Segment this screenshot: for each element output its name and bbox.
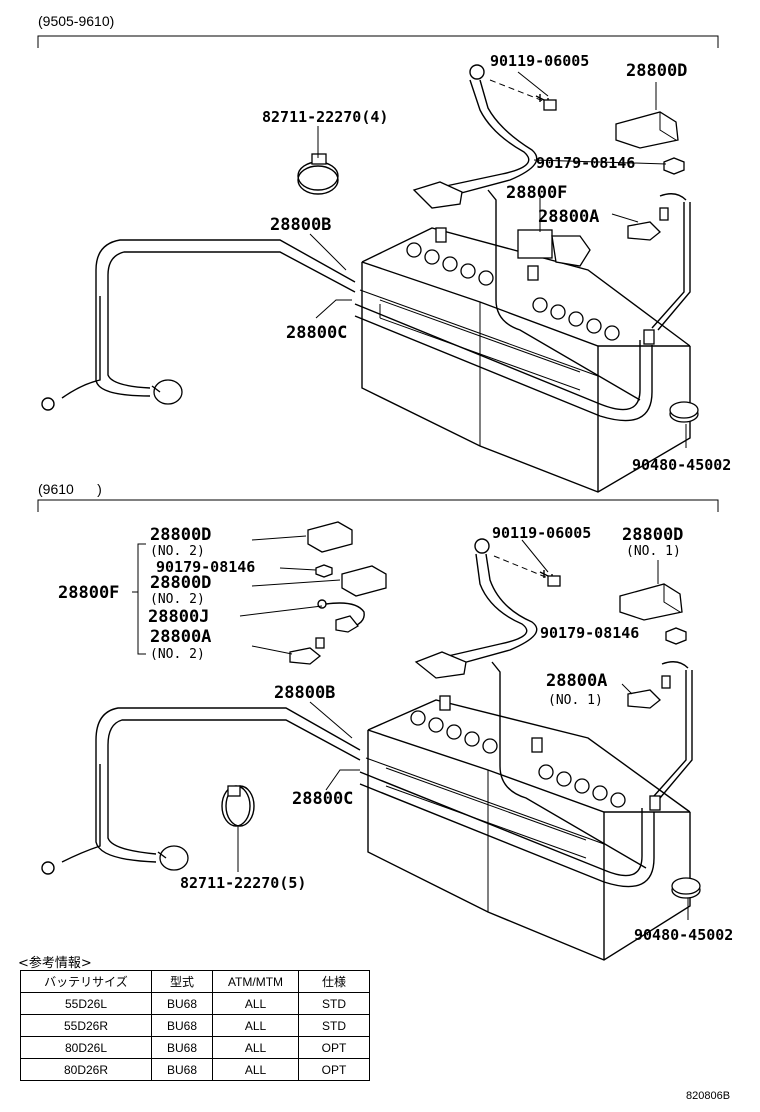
cover-28800d-no1: [619, 583, 683, 621]
connector-28800f-1: [517, 229, 591, 267]
section2-bracket: [37, 499, 719, 512]
label-no2-a: (NO. 2): [150, 544, 205, 559]
table-row: 80D26R BU68 ALL OPT: [20, 1058, 370, 1081]
cell: STD: [298, 1014, 370, 1037]
label-28800d-no1: 28800D: [622, 525, 683, 545]
label-28800d-no2-b: 28800D: [150, 573, 211, 593]
section1-range: (9505-9610): [38, 13, 114, 29]
label-no2-b: (NO. 2): [150, 592, 205, 607]
label-28800d-1: 28800D: [626, 61, 687, 81]
nut-90179-08146-1: [663, 157, 685, 175]
cell: ALL: [212, 1036, 299, 1059]
label-28800a-no2: 28800A: [150, 627, 211, 647]
table-row: 55D26R BU68 ALL STD: [20, 1014, 370, 1037]
section1-bracket: [37, 35, 719, 48]
section2-range: (9610 ): [38, 481, 102, 497]
label-28800c-1: 28800C: [286, 323, 347, 343]
cell: 80D26L: [20, 1036, 152, 1059]
cover-28800d-no2-b: [341, 565, 387, 597]
battery-1: [359, 227, 691, 493]
cell: BU68: [151, 992, 213, 1015]
label-90480-45002-2: 90480-45002: [634, 926, 733, 944]
cell: BU68: [151, 1058, 213, 1081]
battery-1-terminal-pos: [643, 329, 655, 345]
cell: OPT: [298, 1058, 370, 1081]
label-28800f-1: 28800F: [506, 183, 567, 203]
reference-title: <参考情報>: [18, 956, 92, 971]
clamp-82711-22270-1: [297, 153, 339, 195]
cover-28800d-no2-a: [307, 521, 353, 553]
cell: 55D26L: [20, 992, 152, 1015]
reference-table: バッテリサイズ 型式 ATM/MTM 仕様 55D26L BU68 ALL ST…: [20, 970, 370, 1081]
bolt-90119-06005-2: [539, 570, 561, 587]
battery-2-terminal-mid: [531, 737, 543, 753]
table-row: 80D26L BU68 ALL OPT: [20, 1036, 370, 1059]
label-28800j: 28800J: [148, 607, 209, 627]
cell: OPT: [298, 1036, 370, 1059]
label-no1-b: (NO. 1): [548, 693, 603, 708]
cable-28800j: [317, 599, 365, 633]
cell: STD: [298, 992, 370, 1015]
label-no1-a: (NO. 1): [626, 544, 681, 559]
terminal-28800a-no2: [289, 637, 325, 665]
terminal-28800a-no1: [627, 661, 693, 799]
cell: 80D26R: [20, 1058, 152, 1081]
cell: ALL: [212, 1014, 299, 1037]
group-bracket-28800f: [137, 543, 146, 655]
label-90179-08146-1: 90179-08146: [536, 154, 635, 172]
label-82711-22270-5: 82711-22270(5): [180, 874, 306, 892]
label-28800b-2: 28800B: [274, 683, 335, 703]
label-90480-45002-1: 90480-45002: [632, 456, 731, 474]
label-28800a-no1: 28800A: [546, 671, 607, 691]
label-28800f-2: 28800F: [58, 583, 119, 603]
terminal-28800a-1: [627, 193, 691, 331]
header-model: 型式: [151, 970, 213, 993]
cable-28800f-1: [412, 64, 641, 401]
label-28800b-1: 28800B: [270, 215, 331, 235]
illustration-code: 820806B: [686, 1090, 731, 1102]
grommet-90480-45002-2: [671, 877, 701, 899]
header-spec: 仕様: [298, 970, 370, 993]
nut-90179-08146-2: [665, 627, 687, 645]
nut-90179-08146-small: [315, 564, 333, 578]
label-28800a-1: 28800A: [538, 207, 599, 227]
battery-1-terminal-neg: [435, 227, 447, 243]
cable-28800f-2: [414, 538, 647, 869]
header-transmission: ATM/MTM: [212, 970, 299, 993]
battery-2-terminal-neg: [439, 695, 451, 711]
cell: ALL: [212, 1058, 299, 1081]
battery-1-terminal-mid: [527, 265, 539, 281]
battery-2-terminal-pos: [649, 795, 661, 811]
label-28800d-no2-a: 28800D: [150, 525, 211, 545]
cell: ALL: [212, 992, 299, 1015]
label-82711-22270-4: 82711-22270(4): [262, 108, 388, 126]
cable-28800b-28800c-1: [41, 239, 653, 422]
cable-28800b-28800c-2: [41, 707, 655, 888]
label-28800c-2: 28800C: [292, 789, 353, 809]
clamp-82711-22270-2: [221, 785, 255, 827]
grommet-90480-45002-1: [669, 401, 699, 423]
label-90179-08146-2: 90179-08146: [540, 624, 639, 642]
label-90179-08146-small: 90179-08146: [156, 558, 255, 576]
label-90119-06005-2: 90119-06005: [492, 524, 591, 542]
header-battery-size: バッテリサイズ: [20, 970, 152, 993]
label-90119-06005-1: 90119-06005: [490, 52, 589, 70]
table-header-row: バッテリサイズ 型式 ATM/MTM 仕様: [20, 970, 370, 993]
cover-28800d-1: [615, 111, 679, 149]
bolt-90119-06005-1: [535, 94, 557, 111]
table-row: 55D26L BU68 ALL STD: [20, 992, 370, 1015]
label-no2-c: (NO. 2): [150, 647, 205, 662]
cell: BU68: [151, 1036, 213, 1059]
cell: 55D26R: [20, 1014, 152, 1037]
cell: BU68: [151, 1014, 213, 1037]
